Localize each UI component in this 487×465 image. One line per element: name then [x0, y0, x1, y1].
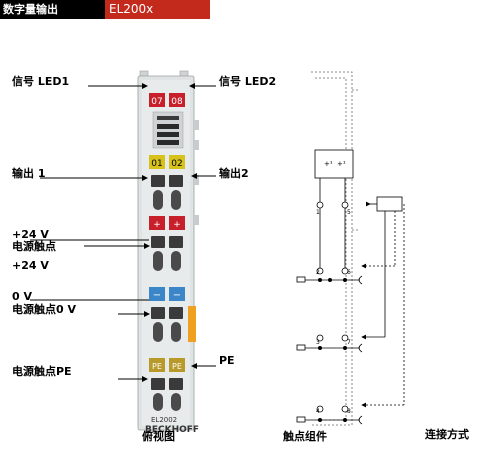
model-title: EL200x — [105, 0, 210, 19]
plus-left-label: + — [153, 220, 161, 230]
rail-connectors — [296, 276, 306, 423]
ic-input-left: +¹ — [324, 160, 333, 168]
caption-connection: 连接方式 — [425, 428, 469, 441]
contact-assembly-schematic — [311, 71, 360, 426]
svg-text:2: 2 — [316, 269, 320, 276]
label-power-contact: 电源触点 — [12, 240, 56, 253]
pe-left-marker — [149, 358, 165, 372]
svg-text:7: 7 — [347, 339, 351, 346]
callout-arrows — [30, 83, 216, 382]
svg-text:1: 1 — [316, 209, 320, 216]
svg-text:8: 8 — [347, 408, 351, 415]
output-01-label: 01 — [151, 159, 162, 169]
pe-right-marker — [169, 358, 185, 372]
label-output1: 输出 1 — [12, 167, 46, 180]
junction-dots — [318, 278, 347, 422]
ic-input-right: +¹ — [337, 160, 346, 168]
minus-left-label: − — [153, 290, 161, 301]
label-led2: 信号 LED2 — [219, 75, 277, 88]
pe-right-label: PE — [172, 362, 182, 371]
led-08 — [169, 93, 185, 107]
bus-contact-strip — [188, 306, 196, 342]
contact-points — [316, 201, 349, 413]
svg-text:5: 5 — [347, 209, 351, 216]
pin-numbers: 1 5 2 6 3 7 4 8 — [316, 209, 351, 415]
label-led1: 信号 LED1 — [12, 75, 70, 88]
label-24v-b: +24 V — [12, 259, 49, 272]
led-07 — [149, 93, 165, 107]
output-01-marker — [149, 155, 165, 169]
spring-contacts-row-2 — [151, 236, 183, 271]
connection-load — [361, 196, 405, 408]
plus-right-label: + — [173, 220, 181, 230]
label-pe: PE — [219, 354, 235, 367]
led-07-label: 07 — [151, 97, 162, 107]
svg-text:3: 3 — [316, 339, 320, 346]
spring-contacts-row-3 — [151, 307, 183, 342]
schematic-wiring — [300, 178, 360, 421]
label-power-contact-pe: 电源触点PE — [12, 365, 72, 378]
label-0v: 0 V — [12, 290, 32, 303]
svg-text:6: 6 — [347, 269, 351, 276]
section-title: 数字量输出 — [0, 0, 105, 19]
contact-arcs — [358, 275, 363, 425]
brand-logo: BECKHOFF — [145, 425, 199, 435]
spring-contacts-row-4 — [151, 378, 183, 411]
plus-24v-right — [169, 216, 185, 230]
minus-right-label: − — [173, 290, 181, 301]
caption-contact-assembly: 触点组件 — [283, 430, 327, 443]
load-box — [376, 196, 403, 212]
led-08-label: 08 — [171, 97, 183, 107]
spring-contacts-row-1 — [151, 175, 183, 210]
output-driver-ic — [314, 149, 354, 179]
label-power-contact-0v: 电源触点0 V — [12, 303, 76, 316]
pe-left-label: PE — [152, 362, 162, 371]
status-indicator-block — [152, 111, 184, 149]
terminal-model: EL2002 — [151, 416, 177, 424]
minus-0v-left — [149, 287, 165, 301]
caption-front-view: 俯视图 — [142, 430, 175, 443]
minus-0v-right — [169, 287, 185, 301]
label-24v: +24 V — [12, 228, 49, 241]
output-02-label: 02 — [171, 159, 182, 169]
label-output2: 输出2 — [219, 167, 249, 180]
svg-text:4: 4 — [316, 408, 320, 415]
plus-24v-left — [149, 216, 165, 230]
output-02-marker — [169, 155, 185, 169]
